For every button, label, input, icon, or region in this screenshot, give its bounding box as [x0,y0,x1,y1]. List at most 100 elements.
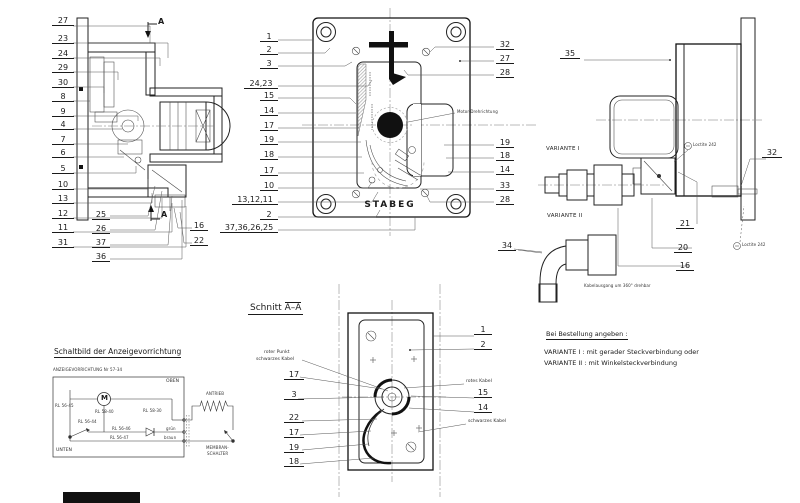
wire-note: schwarzes Kabel [468,419,507,424]
callout: 22 [190,236,208,246]
section-marker-a-bottom: A [161,210,168,219]
callout: 19 [284,443,304,453]
callout: 15 [260,91,278,101]
callout: 3 [260,59,278,69]
callout: 18 [284,457,304,467]
callout: 33 [496,181,514,191]
callout: 27 [496,54,514,64]
wire-label: RL 56-45 [55,403,74,408]
wire-label: RL 56-44 [78,419,97,424]
callout: 17 [260,121,278,131]
left-view-leaders [73,25,192,260]
coil-label: ANTRIEB [206,391,225,396]
section-title-prefix: Schnitt [250,303,282,313]
wire-label: grün [166,426,176,431]
wire-note: roter Punkt [264,350,290,355]
callout: 14 [260,106,278,116]
callout: 24 [52,49,74,59]
circuit-title: Schaltbild der Anzeigevorrichtung [54,347,182,358]
wire-note: rotes Kabel [466,379,492,384]
callout: 9 [52,107,74,117]
section-title-suffix: A–A [284,302,302,313]
callout: 10 [260,181,278,191]
callout: 2 [474,340,492,350]
callout: 22 [284,413,304,423]
cable-rotation-note: Kabelausgang um 360° drehbar [584,283,651,288]
section-aa-view [297,284,475,497]
section-aa-leaders [297,335,475,465]
side-view [517,17,766,303]
callout: 34 [498,241,516,251]
callout: 31 [52,238,74,248]
callout: 16 [676,261,694,271]
wire-label: RL 56-47 [110,435,129,440]
callout: 1 [260,32,278,42]
callout: 15 [474,388,492,398]
callout: 32 [496,40,514,50]
callout: 28 [496,68,514,78]
callout: 25 [92,210,110,220]
callout: 35 [560,49,580,59]
variante1-label: VARIANTE I [546,146,580,152]
wire-label: RL 58-40 [95,409,114,414]
callout: 12 [52,209,74,219]
callout: 5 [52,164,74,174]
order-note-heading: Bei Bestellung angeben : [546,330,628,340]
callout: 8 [52,92,74,102]
wire-label: braun [164,435,177,440]
wire-label: RL 56-46 [112,426,131,431]
order-note-line: VARIANTE I : mit gerader Steckverbindung… [544,348,699,356]
callout: 2 [260,210,278,220]
callout: 13 [52,194,74,204]
side-view-leaders [517,59,766,267]
callout: 19 [260,135,278,145]
callout: 21 [676,219,694,229]
callout: 19 [496,138,514,148]
callout: 29 [52,63,74,73]
motor-symbol-label: M [101,394,108,402]
switch-label: SCHALTER [207,451,229,456]
callout: 3 [284,390,304,400]
callout: 13,12,11 [232,195,278,205]
callout: 28 [496,195,514,205]
wire-note: schwarzes Kabel [256,357,295,362]
brand-logo: STABEG [364,200,416,210]
circuit-subtitle: ANZEIGEVORRICHTUNG Nr 57-34 [53,367,123,372]
callout: 6 [52,148,74,158]
callout: 18 [260,150,278,160]
callout: 2 [260,45,278,55]
callout: 17 [260,166,278,176]
callout: 37,36,26,25 [220,223,278,233]
callout: 32 [762,148,782,158]
front-view [278,8,543,253]
loctite-note: Loctite 242 [693,142,717,147]
callout: 11 [52,223,74,233]
callout: 18 [496,151,514,161]
callout: 7 [52,135,74,145]
left-section-view [73,17,231,260]
section-marker-a-top: A [158,17,165,26]
callout: 17 [284,428,304,438]
callout: 37 [92,238,110,248]
circuit-diagram [52,376,235,458]
variante2-connector [538,234,617,303]
callout: 24,23 [244,79,278,89]
callout: 1 [474,325,492,335]
switch-label: MEMBRAN- [206,445,229,450]
variante1-connector [538,164,666,206]
callout: 20 [674,243,692,253]
callout: 27 [52,16,74,26]
callout: 14 [496,165,514,175]
callout: 4 [52,120,74,130]
callout: 17 [284,370,304,380]
callout: 36 [92,252,110,262]
callout: 23 [52,34,74,44]
callout: 26 [92,224,110,234]
title-block-stub [63,492,140,503]
callout: 30 [52,78,74,88]
motor-direction-note: Motor-Drehrichtung [457,109,498,114]
circuit-corner-label: UNTEN [56,448,72,453]
